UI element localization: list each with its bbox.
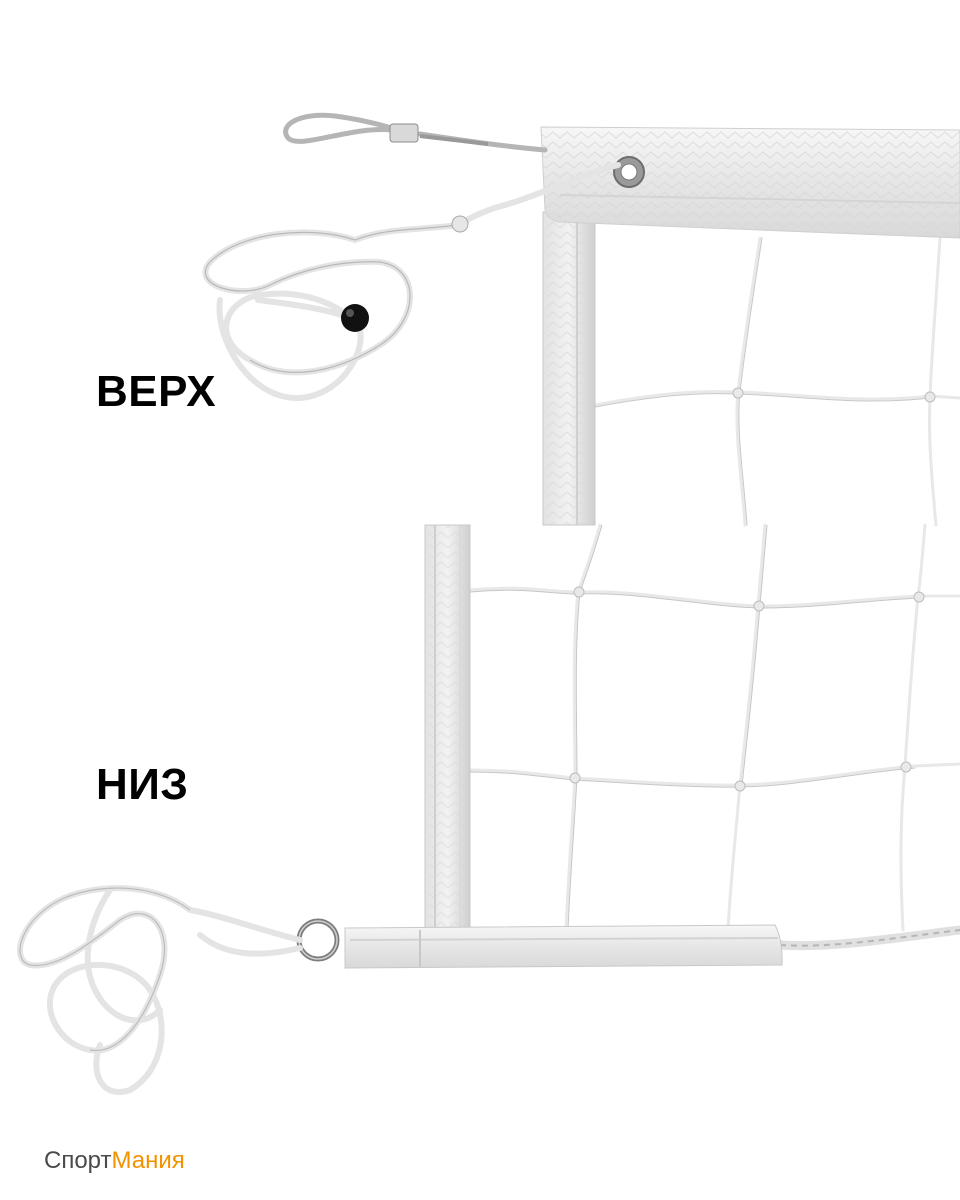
bottom-braided-rope: [775, 925, 960, 951]
top-net-knot: [924, 391, 936, 403]
grommet-icon: [613, 156, 645, 188]
brand-watermark-part1: Спорт: [44, 1147, 112, 1174]
brand-watermark: СпортМания: [44, 1147, 185, 1175]
cable-clamp-icon: [389, 123, 419, 143]
brand-watermark-part2: Мания: [111, 1147, 185, 1174]
bottom-net-mesh: [468, 523, 960, 932]
bottom-rope: [17, 885, 303, 1095]
top-net-section: [202, 112, 960, 527]
metal-ring-icon: [296, 918, 340, 962]
top-label: ВЕРХ: [96, 367, 217, 416]
top-band: [540, 126, 960, 239]
bottom-net-knots: [569, 586, 925, 792]
top-side-tape: [542, 211, 596, 526]
bottom-label: НИЗ: [96, 760, 189, 809]
rope-stopper-bead-icon: [341, 304, 369, 332]
bottom-side-tape: [424, 524, 471, 936]
bottom-net-section: [17, 523, 960, 1095]
top-net-mesh: [593, 236, 960, 527]
cable-sleeve: [419, 134, 489, 146]
rope-knot: [451, 215, 469, 233]
top-net-knot: [732, 387, 744, 399]
bottom-band: [344, 924, 783, 969]
